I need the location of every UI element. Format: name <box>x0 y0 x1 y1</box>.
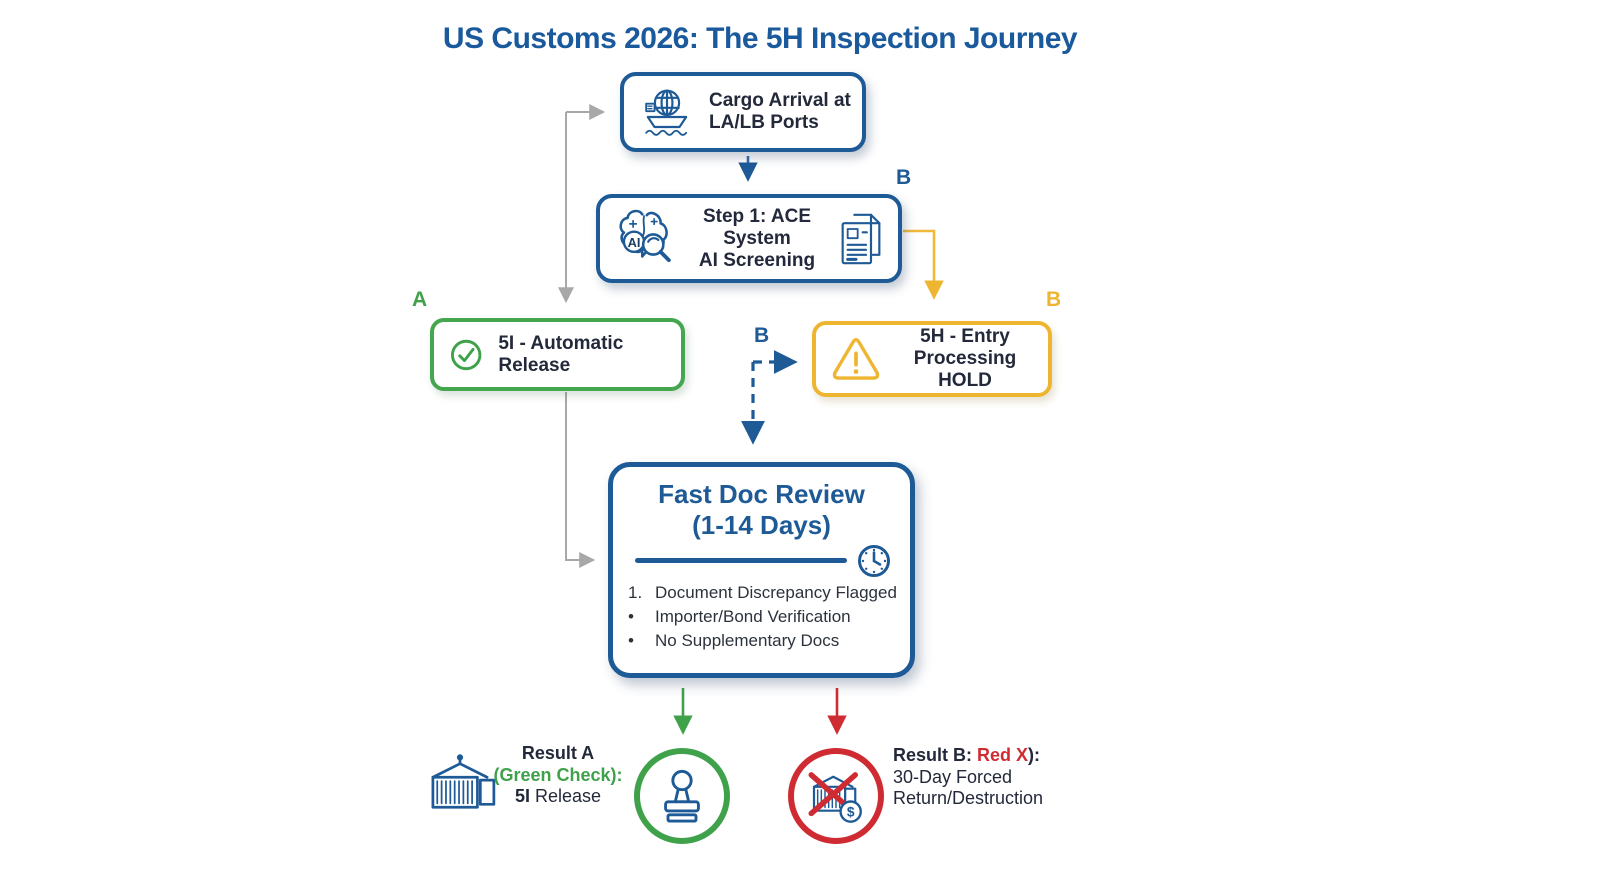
stamp-icon <box>664 769 700 823</box>
check-circle-icon <box>450 339 482 370</box>
connector-ace-to-hold <box>903 229 944 300</box>
result-b-highlight: Red X <box>977 745 1029 765</box>
list-text: No Supplementary Docs <box>655 631 840 650</box>
list-text: Document Discrepancy Flagged <box>655 583 897 602</box>
node-label: 5H - Entry Processing HOLD <box>913 326 1017 391</box>
result-b-title: Result B: Red X): <box>893 745 1113 767</box>
result-b-prefix: Result B: <box>893 745 978 765</box>
connector-gray-to-review <box>565 392 596 568</box>
list-item: • No Supplementary Docs <box>628 629 900 653</box>
ai-label: AI <box>628 234 641 249</box>
result-b-line3: Return/Destruction <box>893 788 1044 808</box>
warning-triangle-icon <box>832 338 880 380</box>
result-a-subtitle: (Green Check): <box>493 764 623 785</box>
result-b-text: Result B: Red X): 30-Day Forced Return/D… <box>893 745 1113 810</box>
result-a-text: Result A (Green Check): 5I Release <box>468 743 648 808</box>
list-item: 1. Document Discrepancy Flagged <box>628 581 900 605</box>
dollar-label: $ <box>847 805 855 820</box>
node-5i-release: 5I - Automatic Release <box>430 318 685 391</box>
node-label: 5I - Automatic Release <box>498 332 624 376</box>
result-a-code: 5I <box>514 786 530 806</box>
result-a-rest: Release <box>529 786 602 806</box>
list-text: Importer/Bond Verification <box>655 607 851 626</box>
node-label: Cargo Arrival at LA/LB Ports <box>709 90 851 133</box>
list-marker: 1. <box>628 583 643 602</box>
node-label: Step 1: ACE System AI Screening <box>698 205 816 271</box>
result-a-badge <box>634 748 730 844</box>
page-title: US Customs 2026: The 5H Inspection Journ… <box>442 22 1078 55</box>
branch-label-b-hold: B <box>1046 288 1062 311</box>
rejected-cargo-icon: $ <box>808 772 862 823</box>
result-b-suffix: ): <box>1028 745 1041 765</box>
ship-globe-icon <box>645 89 688 136</box>
cargo-container-icon <box>431 754 496 809</box>
review-list: 1. Document Discrepancy Flagged • Import… <box>628 581 900 653</box>
node-cargo-arrival: Cargo Arrival at LA/LB Ports <box>620 72 866 152</box>
result-a-title: Result A <box>521 743 595 763</box>
node-fast-doc-review: Fast Doc Review (1-14 Days) 1. Document … <box>608 462 915 678</box>
branch-label-a: A <box>412 288 428 311</box>
list-marker: • <box>628 607 634 626</box>
list-marker: • <box>628 631 634 650</box>
review-title: Fast Doc Review (1-14 Days) <box>658 479 865 540</box>
clock-icon <box>858 545 890 577</box>
documents-icon <box>841 213 881 264</box>
result-b-line2: 30-Day Forced <box>893 766 1013 787</box>
node-ace-screening: AI Step 1: ACE System AI Screening <box>596 194 902 283</box>
branch-label-b-ace: B <box>896 166 912 189</box>
branch-label-b-dashed: B <box>754 324 770 347</box>
result-a-outcome: 5I Release <box>468 786 648 808</box>
node-5h-hold: 5H - Entry Processing HOLD <box>812 321 1052 397</box>
result-b-badge: $ <box>788 748 884 844</box>
divider <box>635 558 847 563</box>
list-item: • Importer/Bond Verification <box>628 605 900 629</box>
ai-brain-search-icon: AI <box>619 209 671 262</box>
